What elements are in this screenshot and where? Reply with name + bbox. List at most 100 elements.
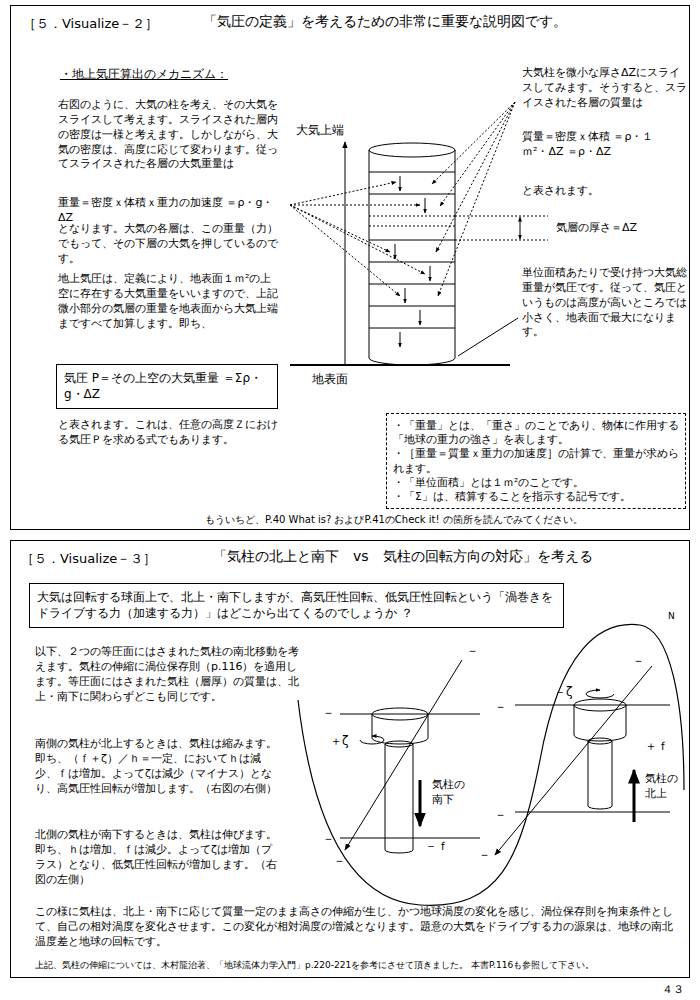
sign-mark: － [494,698,507,716]
body-text: この様に気柱は、北上・南下に応じて質量一定のまま高さの伸縮が生じ、かつ地球渦度の… [35,905,675,950]
panel-heading: 「気圧の定義」を考えるための非常に重要な説明図です。 [203,13,567,31]
column-side [626,705,627,735]
column-side [372,714,373,738]
footnote: 上記、気柱の伸縮については、木村龍治著、「地球流体力学入門」p.220-221を… [35,959,685,971]
sign-mark: － [466,642,479,660]
column-bottom [588,806,612,809]
air-column-figure [290,102,548,365]
isobaric-plane [515,705,670,706]
motion-arrow [633,770,636,822]
note-text: 単位面積あたりで受け持つ大気総重量が気圧です。従って、気圧というものは高度が高い… [522,266,690,340]
formula-box: 気圧 P＝その上空の大気重量 ＝Σρ・g・ΔZ [56,364,278,409]
panel-number: ［５．Visualize－２］ [23,15,158,33]
motion-arrow [419,780,422,826]
motion-label: 気柱の南下 [432,778,466,808]
body-text: と表されます。これは、任意の高度Ｚにおける気圧Ｐを求める式でもあります。 [58,418,280,448]
body-text: 地上気圧は、定義により、地表面１ｍ²の上空に存在する大気重量をいいますので、上記… [58,272,280,331]
leader-line [455,216,548,217]
leader-line [290,182,396,205]
motion-label: 気柱の北上 [645,772,679,802]
column-side [428,714,429,738]
weight-arrow [425,198,426,213]
footer-note: もういちど、P.40 What is? およびP.41のCheck it! の箇… [205,513,583,527]
body-text: 右図のように、大気の柱を考え、その大気をスライスして考えます。スライスされた層内… [58,98,280,172]
vorticity-label: －ζ [554,684,573,700]
panel-number: ［５．Visualize－３］ [21,550,156,568]
leader-line [440,102,515,206]
leader-line [438,102,515,296]
weight-arrow [400,176,401,191]
page-number: ４３ [662,983,684,998]
vorticity-label: ＋ζ [330,733,349,749]
formula-text: 質量＝密度ｘ体積 ＝ρ・１ｍ²・ΔZ ＝ρ・ΔZ [522,130,654,160]
weight-arrow [405,288,406,303]
weight-arrow [420,310,421,325]
sign-mark: － [322,704,335,722]
slice-line [369,226,455,227]
weight-arrow [430,266,431,281]
box-text: ・［重量＝質量ｘ重力の加速度］の計算で、重量が求められます。 [393,446,679,474]
section-heading: ・地上気圧算出のメカニズム： [60,66,228,82]
slice-line [369,216,455,217]
sign-mark: － [322,830,335,848]
box-text: 大気は回転する球面上で、北上・南下しますが、高気圧性回転、低気圧性回転という「渦… [37,589,556,621]
sign-mark: － [478,846,491,864]
note-text: と表されます。 [522,184,599,199]
sign-mark: － [333,852,346,870]
panel-heading: 「気柱の北上と南下 vs 気柱の回転方向の対応」を考える [213,548,593,566]
axis-label: 大気上端 [296,122,344,138]
body-text: 以下、２つの等圧面にはさまれた気柱の南北移動を考えます。気柱の伸縮に渦位保存則（… [35,645,303,704]
sign-mark: － [632,652,645,670]
isobaric-plane [515,812,670,813]
column-side [612,741,613,806]
rotation-arrow [360,736,384,744]
vortex-column-figure [298,624,684,905]
column-top [369,143,455,157]
column-top [574,699,626,711]
weight-arrow [400,332,401,347]
thickness-arrow [520,228,521,239]
leader-line [290,205,420,206]
sign-mark: － [494,806,507,824]
leader-line [432,102,515,184]
body-text: 南側の気柱が北上するときは、気柱は縮みます。即ち、（ｆ＋ζ）／ｈ＝一定、において… [35,737,280,796]
dimension-label: 気層の厚さ＝ΔZ [556,221,637,236]
question-box: 大気は回転する球面上で、北上・南下しますが、高気圧性回転、低気圧性回転という「渦… [29,583,564,628]
column-top [372,708,428,720]
note-text: 大気柱を微小な厚さΔZにスライスしてみます。そうすると、スライスされた各層の質量… [522,66,687,111]
box-text: 気圧 P＝その上空の大気重量 ＝Σρ・g・ΔZ [64,370,270,402]
weight-arrow [395,244,396,259]
formula-text: 重量＝密度ｘ体積ｘ重力の加速度 ＝ρ・g・ΔZ [58,196,280,226]
rotation-arrow [586,690,614,698]
leader-line [290,205,390,252]
isobaric-plane [340,714,480,715]
column-side [588,741,589,806]
leader-line [290,205,400,296]
column-bottom [369,358,455,365]
wave-curve [298,624,684,905]
earth-axis-arrow [345,660,462,850]
leader-line [458,318,518,356]
coriolis-label: ＋ｆ [645,738,669,754]
leader-line [455,240,548,241]
leader-lines [290,102,548,296]
leader-line [436,102,515,252]
column-bottom [385,850,413,853]
body-text: 北側の気柱が南下するときは、気柱は伸びます。即ち、ｈは増加、ｆは減少。よってζは… [35,828,280,887]
column-side [413,744,414,850]
ground-label: 地表面 [312,371,348,387]
body-text: となります。大気の各層は、この重量（力）でもって、その下層の大気を押しているので… [58,222,280,267]
column-side [455,150,456,358]
column-side [574,705,575,735]
earth-axis-arrow [495,666,652,855]
box-text: ・「単位面積」とは１ｍ²のことです。 [393,475,679,489]
height-axis [345,142,346,365]
column-side [369,150,370,358]
isobaric-plane [340,838,480,839]
slice-lines [369,172,455,328]
column-side [385,744,386,850]
box-text: ・「Σ」は、積算することを指示する記号です。 [393,489,679,503]
box-text: ・「重量」とは、「重さ」のことであり、物体に作用する「地球の重力の強さ」を表しま… [393,418,679,446]
note-box: ・「重量」とは、「重さ」のことであり、物体に作用する「地球の重力の強さ」を表しま… [386,413,686,509]
